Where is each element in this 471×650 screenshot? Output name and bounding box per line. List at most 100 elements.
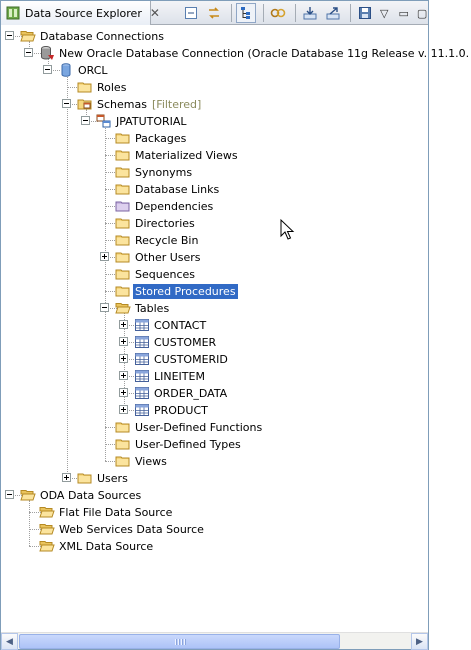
tree-row[interactable]: User-Defined Functions [1,419,428,436]
tree-row[interactable]: Directories [1,215,428,232]
tree-node-label[interactable]: Database Links [135,183,220,196]
tree-row[interactable]: Materialized Views [1,147,428,164]
tree-node-label[interactable]: PRODUCT [154,404,208,417]
tree-node-label[interactable]: CONTACT [154,319,207,332]
expand-toggle-icon[interactable] [119,405,128,414]
collapse-all-button[interactable] [181,3,201,23]
tree-row[interactable]: Synonyms [1,164,428,181]
tree-row[interactable]: User-Defined Types [1,436,428,453]
view-tab[interactable]: Data Source Explorer ✕ [1,1,160,25]
tree-row[interactable]: Web Services Data Source [1,521,428,538]
link-with-editor-button[interactable] [204,3,224,23]
import-button[interactable] [300,3,320,23]
scrollbar-thumb[interactable] [19,634,340,649]
tree-node-label[interactable]: ORCL [78,64,108,77]
horizontal-scrollbar[interactable]: ◀ ▶ [1,632,428,650]
tree-row[interactable]: Users [1,470,428,487]
tree-row[interactable]: JPATUTORIAL [1,113,428,461]
tree-node-label[interactable]: New Oracle Database Connection (Oracle D… [59,47,470,60]
expand-toggle-icon[interactable] [119,320,128,329]
view-menu-icon[interactable]: ▽ [380,6,389,20]
tree-row[interactable]: ORDER_DATA [1,385,428,402]
close-icon[interactable]: ✕ [149,6,160,20]
tree-node-label[interactable]: Views [135,455,167,468]
tree-row[interactable]: Schemas[Filtered] [1,96,428,121]
tree-connector [105,172,117,173]
collapse-toggle-icon[interactable] [100,303,109,312]
tree-node-label[interactable]: CUSTOMERID [154,353,228,366]
tree-row[interactable]: Other Users [1,249,428,266]
tree-row[interactable]: CONTACT [1,317,428,334]
tree-row[interactable]: ODA Data Sources [1,487,428,546]
tree-row[interactable]: Recycle Bin [1,232,428,249]
expand-toggle-icon[interactable] [119,337,128,346]
expand-toggle-icon[interactable] [119,388,128,397]
expand-toggle-icon[interactable] [62,473,71,482]
tree-row[interactable]: Sequences [1,266,428,283]
tree-row[interactable]: Tables [1,300,428,410]
tree-row[interactable]: CUSTOMERID [1,351,428,368]
table-icon [134,402,150,418]
collapse-toggle-icon[interactable] [81,116,90,125]
tree-node-label[interactable]: Schemas [97,98,147,111]
collapse-toggle-icon[interactable] [43,65,52,74]
tree-node-label[interactable]: JPATUTORIAL [116,115,187,128]
tree-row[interactable]: Database Connections [1,28,428,53]
tree-node-label[interactable]: Recycle Bin [135,234,199,247]
tree-node-label[interactable]: Database Connections [40,30,164,43]
tree-node-label[interactable]: Roles [97,81,127,94]
schema-folder-icon [77,96,93,112]
collapse-toggle-icon[interactable] [24,48,33,57]
tree-row[interactable]: Roles [1,79,428,96]
tree-row[interactable]: CUSTOMER [1,334,428,351]
scroll-left-button[interactable]: ◀ [1,633,18,650]
tree-row[interactable]: Packages [1,130,428,147]
tree-node-label[interactable]: Tables [135,302,170,315]
tree-node-label[interactable]: ORDER_DATA [154,387,228,400]
tree-row[interactable]: Stored Procedures [1,283,428,300]
tree-node-label[interactable]: Sequences [135,268,195,281]
tree-connector [29,41,30,53]
connect-button[interactable] [268,3,288,23]
tree-row[interactable]: Database Links [1,181,428,198]
tree-connector [105,274,117,275]
tree-node-label[interactable]: Packages [135,132,187,145]
scroll-right-button[interactable]: ▶ [411,633,428,650]
tree-node-label[interactable]: Materialized Views [135,149,238,162]
collapse-toggle-icon[interactable] [5,490,14,499]
tree-node-label[interactable]: Other Users [135,251,201,264]
tree-row[interactable]: LINEITEM [1,368,428,385]
collapse-toggle-icon[interactable] [62,99,71,108]
tree-node-label[interactable]: Flat File Data Source [59,506,173,519]
tree-node-label[interactable]: Dependencies [135,200,214,213]
tree-node-label[interactable]: Directories [135,217,195,230]
expand-toggle-icon[interactable] [119,371,128,380]
tree-node-label[interactable]: XML Data Source [59,540,154,553]
tree-node-label[interactable]: User-Defined Functions [135,421,263,434]
tree-node-label[interactable]: CUSTOMER [154,336,217,349]
maximize-icon[interactable]: ▢ [416,6,428,20]
save-button[interactable] [355,3,375,23]
tree-row[interactable]: Views [1,453,428,470]
tree-node-label[interactable]: Stored Procedures [133,284,238,299]
export-button[interactable] [323,3,343,23]
tree-row[interactable]: PRODUCT [1,402,428,419]
collapse-toggle-icon[interactable] [5,31,14,40]
tree-node-label[interactable]: User-Defined Types [135,438,241,451]
tree-row[interactable]: Flat File Data Source [1,504,428,521]
folder-open-icon [39,538,55,554]
minimize-icon[interactable]: ▭ [398,6,409,20]
tree-row[interactable]: ORCL [1,62,428,478]
tree-node-label[interactable]: LINEITEM [154,370,205,383]
tree-node-label[interactable]: Web Services Data Source [59,523,204,536]
tree-row[interactable]: New Oracle Database Connection (Oracle D… [1,45,469,70]
expand-toggle-icon[interactable] [100,252,109,261]
tree-row[interactable]: Dependencies [1,198,428,215]
tree-view-button[interactable] [236,3,256,23]
tree-node-label[interactable]: Synonyms [135,166,193,179]
tree-node-label[interactable]: Users [97,472,128,485]
tree-row[interactable]: XML Data Source [1,538,428,555]
tree-node-label[interactable]: ODA Data Sources [40,489,142,502]
expand-toggle-icon[interactable] [119,354,128,363]
